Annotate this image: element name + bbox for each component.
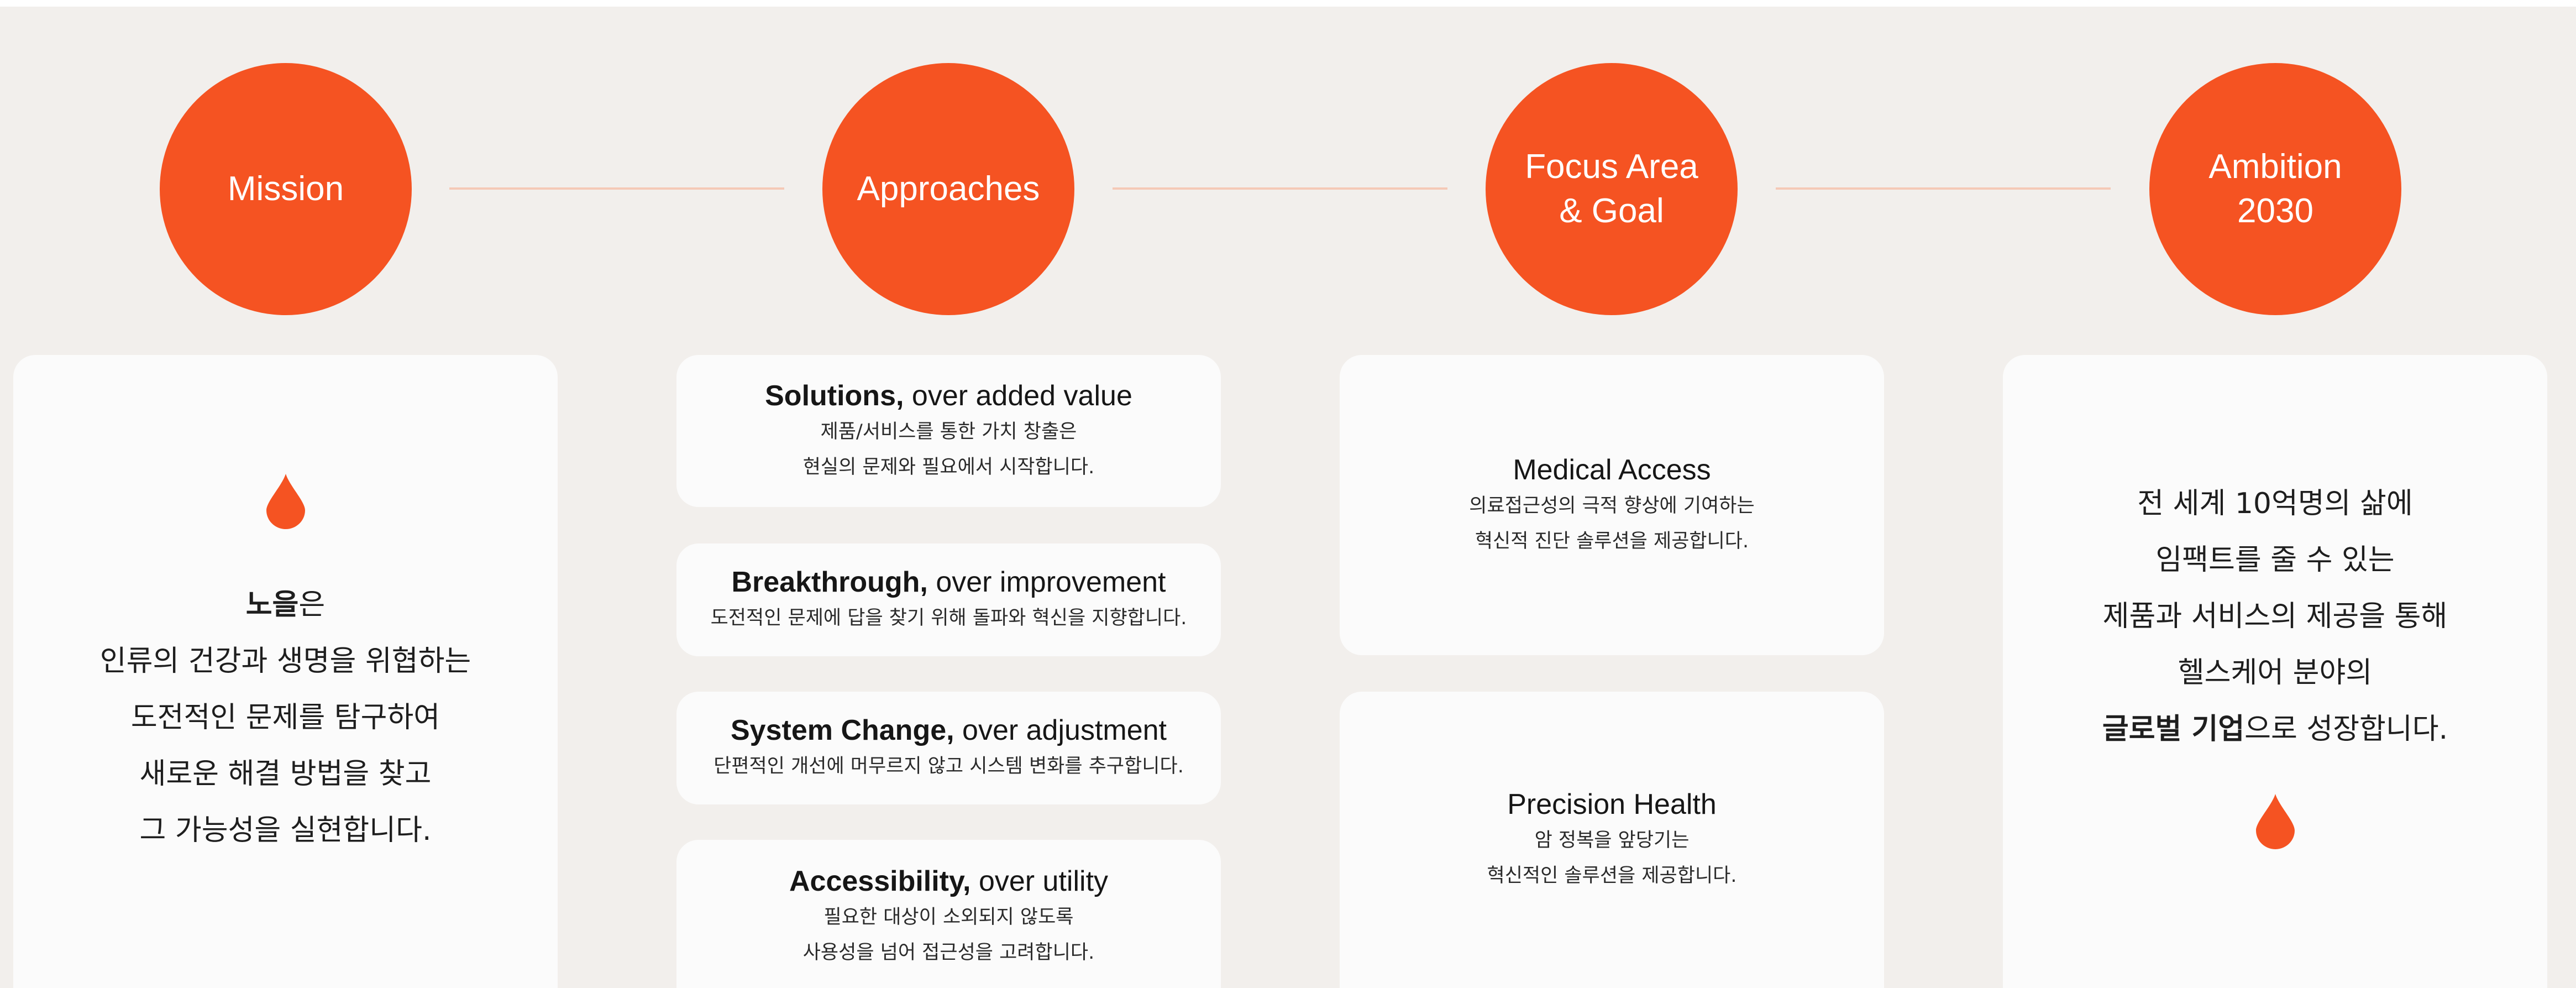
- mission-line: 인류의 건강과 생명을 위협하는: [99, 645, 471, 678]
- approach-card: Accessibility, over utility 필요한 대상이 소외되지…: [676, 840, 1221, 988]
- ambition-text: 전 세계 10억명의 삶에 임팩트를 줄 수 있는 제품과 서비스의 제공을 통…: [2102, 475, 2448, 757]
- drop-icon: [266, 474, 305, 529]
- mission-line: 노을은: [100, 577, 471, 633]
- mission-line: 도전적인 문제를 탐구하여: [130, 701, 440, 734]
- approach-description: 제품/서비스를 통한 가치 창출은 현실의 문제와 필요에서 시작합니다.: [802, 420, 1095, 478]
- approach-title: System Change, over adjustment: [731, 714, 1167, 746]
- focus-area-goal-circle: Focus Area & Goal: [1486, 63, 1738, 315]
- mission-bold: 노을: [245, 588, 299, 621]
- connector-line: [449, 187, 784, 190]
- mission-card: 노을은 인류의 건강과 생명을 위협하는 도전적인 문제를 탐구하여 새로운 해…: [13, 355, 558, 988]
- approach-title: Breakthrough, over improvement: [731, 566, 1166, 598]
- ambition-line: 임팩트를 줄 수 있는: [2155, 543, 2395, 577]
- ambition-2030-circle: Ambition 2030: [2149, 63, 2401, 315]
- ambition-line: 제품과 서비스의 제공을 통해: [2102, 600, 2448, 633]
- focus-title: Medical Access: [1513, 453, 1711, 486]
- ambition-card: 전 세계 10억명의 삶에 임팩트를 줄 수 있는 제품과 서비스의 제공을 통…: [2003, 355, 2547, 988]
- approach-card: System Change, over adjustment 단편적인 개선에 …: [676, 692, 1221, 804]
- approach-title: Accessibility, over utility: [789, 865, 1109, 897]
- top-border: [0, 0, 2576, 7]
- focus-description: 의료접근성의 극적 향상에 기여하는 혁신적 진단 솔루션을 제공합니다.: [1469, 494, 1755, 552]
- mission-suffix: 은: [298, 588, 326, 621]
- mission-text: 노을은 인류의 건강과 생명을 위협하는 도전적인 문제를 탐구하여 새로운 해…: [100, 577, 471, 859]
- approach-card: Solutions, over added value 제품/서비스를 통한 가…: [676, 355, 1221, 507]
- drop-icon: [2255, 794, 2295, 849]
- connector-line: [1113, 187, 1447, 190]
- mission-line: 그 가능성을 실현합니다.: [139, 814, 432, 847]
- ambition-bold: 글로벌 기업: [2102, 713, 2245, 746]
- ambition-suffix: 으로 성장합니다.: [2244, 713, 2448, 746]
- mission-line: 새로운 해결 방법을 찾고: [139, 757, 432, 791]
- focus-description: 암 정복을 앞당기는 혁신적인 솔루션을 제공합니다.: [1487, 829, 1737, 887]
- approach-description: 단편적인 개선에 머무르지 않고 시스템 변화를 추구합니다.: [713, 755, 1184, 777]
- approach-description: 도전적인 문제에 답을 찾기 위해 돌파와 혁신을 지향합니다.: [710, 607, 1187, 629]
- ambition-line: 글로벌 기업으로 성장합니다.: [2102, 701, 2448, 757]
- focus-card-precision-health: Precision Health 암 정복을 앞당기는 혁신적인 솔루션을 제공…: [1340, 692, 1884, 988]
- ambition-line: 전 세계 10억명의 삶에: [2137, 487, 2413, 520]
- approaches-circle: Approaches: [822, 63, 1074, 315]
- focus-title: Precision Health: [1507, 788, 1717, 820]
- approach-card: Breakthrough, over improvement 도전적인 문제에 …: [676, 543, 1221, 656]
- connector-line: [1776, 187, 2111, 190]
- mission-circle: Mission: [160, 63, 412, 315]
- approach-description: 필요한 대상이 소외되지 않도록 사용성을 넘어 접근성을 고려합니다.: [802, 906, 1095, 964]
- focus-card-medical-access: Medical Access 의료접근성의 극적 향상에 기여하는 혁신적 진단…: [1340, 355, 1884, 655]
- ambition-line: 헬스케어 분야의: [2178, 656, 2373, 689]
- approach-title: Solutions, over added value: [765, 379, 1132, 412]
